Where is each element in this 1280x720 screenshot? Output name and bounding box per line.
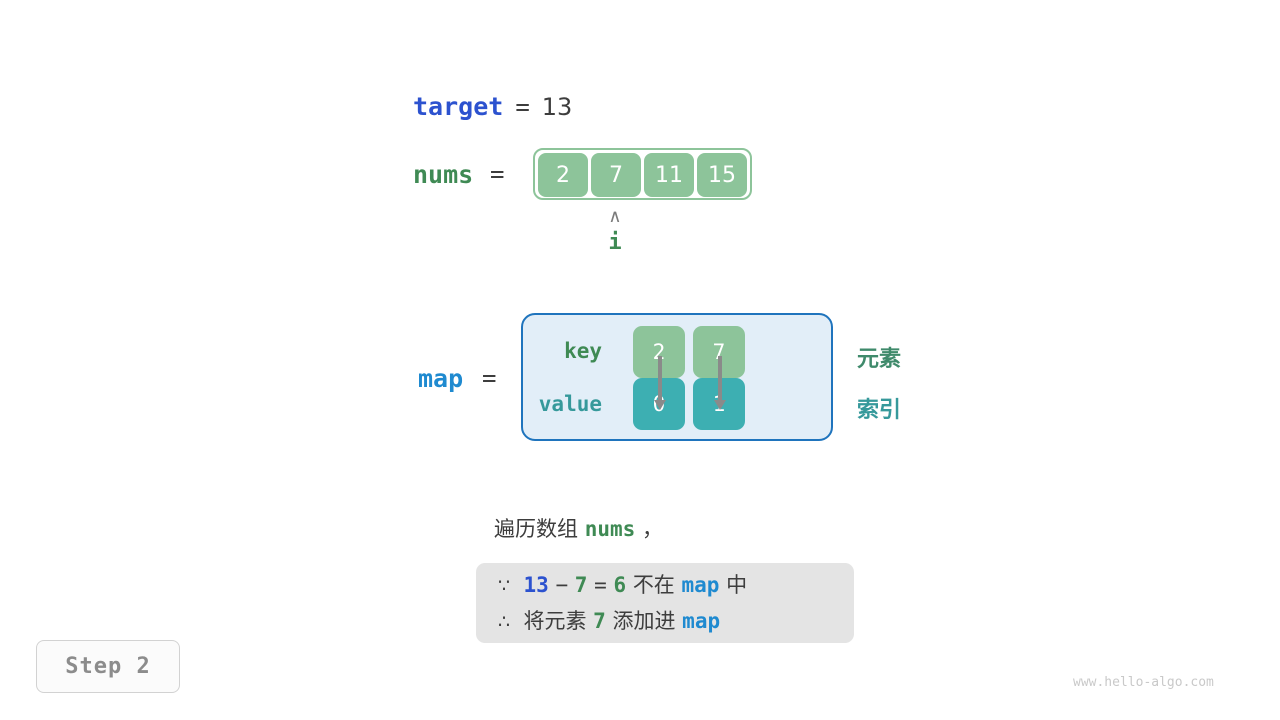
reasoning-added-value: 7 [593, 608, 606, 633]
target-equals: = [515, 93, 530, 121]
pointer-label-i: i [608, 230, 622, 255]
map-row-label-key: key [564, 339, 602, 363]
map-side-label-index: 索引 [857, 398, 902, 423]
key-to-value-arrow-icon [714, 356, 726, 410]
reasoning-text-in: 中 [726, 572, 748, 597]
key-to-value-arrow-icon [654, 356, 666, 410]
reasoning-line-2: ∴ 将元素 7 添加进 map [498, 605, 832, 638]
reasoning-target-value: 13 [523, 572, 549, 597]
pointer-caret-icon: ∧ [608, 206, 622, 227]
reasoning-equals: = [594, 572, 607, 597]
nums-array: 2 7 11 15 [533, 148, 752, 200]
array-cell: 2 [538, 153, 588, 197]
caption-code-nums: nums [584, 517, 636, 541]
target-value: 13 [541, 93, 573, 121]
therefore-symbol-icon: ∴ [498, 610, 511, 633]
step-badge: Step 2 [36, 640, 180, 693]
reasoning-text-add-into: 添加进 [612, 608, 676, 633]
caption-suffix: ， [635, 517, 663, 541]
reasoning-line-1: ∵ 13 − 7 = 6 不在 map 中 [498, 569, 832, 602]
reasoning-map-ref: map [682, 608, 721, 633]
map-label: map [418, 364, 464, 393]
array-cell: 15 [697, 153, 747, 197]
array-cell: 11 [644, 153, 694, 197]
reasoning-complement: 6 [613, 572, 627, 597]
nums-label: nums [413, 160, 474, 189]
nums-equals: = [490, 160, 505, 188]
reasoning-text-not-in: 不在 [632, 572, 675, 597]
watermark: www.hello-algo.com [1073, 675, 1214, 690]
reasoning-minus: − [555, 572, 569, 597]
target-label: target [413, 92, 504, 121]
array-cell: 7 [591, 153, 641, 197]
map-row-label-value: value [538, 392, 602, 416]
reasoning-current-value: 7 [574, 572, 588, 597]
reasoning-map-ref: map [681, 572, 720, 597]
caption-prefix: 遍历数组 [494, 517, 585, 541]
because-symbol-icon: ∵ [498, 574, 511, 597]
target-row: target = 13 [413, 92, 572, 121]
map-equals: = [482, 364, 497, 392]
reasoning-box: ∵ 13 − 7 = 6 不在 map 中 ∴ 将元素 7 [476, 563, 854, 643]
caption: 遍历数组 nums ， [494, 513, 663, 543]
reasoning-text-add-element: 将元素 [523, 608, 587, 633]
map-entry: 7 1 [693, 326, 745, 430]
map-side-label-element: 元素 [857, 347, 902, 372]
map-entry: 2 0 [633, 326, 685, 430]
